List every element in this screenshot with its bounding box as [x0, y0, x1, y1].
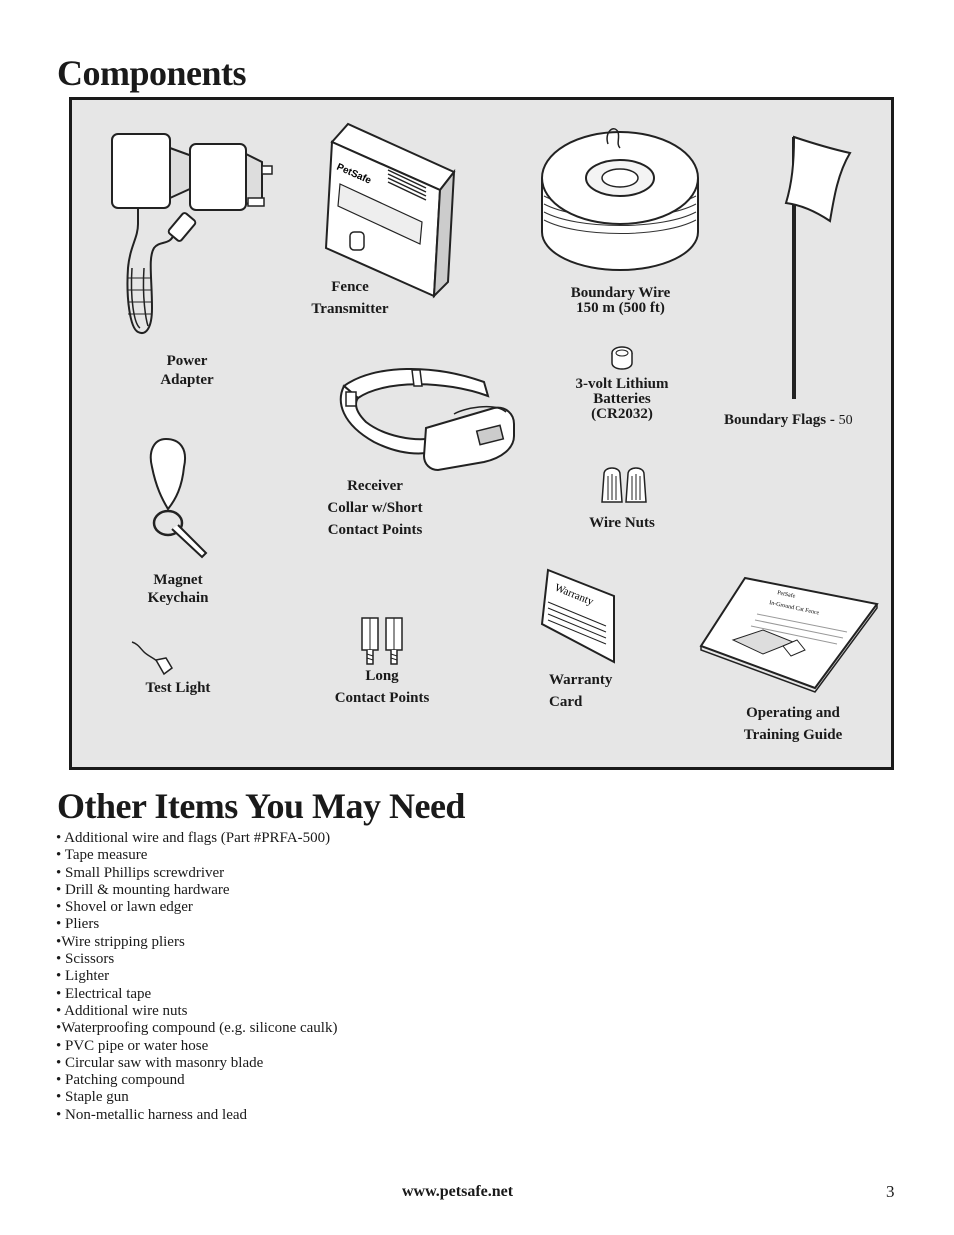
- power-adapter-illustration: [108, 128, 278, 338]
- operating-guide-label-line: Training Guide: [743, 727, 843, 743]
- long-contact-points-label-line: Long: [365, 668, 399, 684]
- list-item: • Shovel or lawn edger: [56, 899, 193, 916]
- warranty-card-label: Warranty Card: [549, 669, 639, 713]
- list-item: • PVC pipe or water hose: [56, 1037, 209, 1054]
- battery-illustration: [609, 345, 635, 373]
- magnet-keychain-illustration: [146, 437, 216, 567]
- guide-cover-brand-text: PetSafe: [777, 589, 797, 600]
- wire-nuts-illustration: [598, 466, 650, 506]
- other-items-list: • Additional wire and flags (Part #PRFA-…: [56, 830, 337, 1124]
- test-light-label-text: Test Light: [145, 680, 211, 696]
- list-item: • Additional wire and flags (Part #PRFA-…: [56, 830, 331, 846]
- long-contact-points-illustration: [358, 614, 410, 666]
- components-heading: Components: [57, 53, 247, 93]
- wire-nuts-label: Wire Nuts: [572, 512, 672, 534]
- list-item: •Wire stripping pliers: [56, 933, 185, 950]
- receiver-collar-label-line: Collar w/Short: [327, 500, 423, 516]
- footer-website-link[interactable]: www.petsafe.net: [402, 1183, 514, 1200]
- list-item: • Non-metallic harness and lead: [56, 1106, 248, 1123]
- fence-transmitter-label-line: Fence: [331, 279, 369, 295]
- operating-guide-illustration: PetSafe In-Ground Cat Fence: [697, 574, 882, 694]
- list-item: • Tape measure: [56, 847, 148, 864]
- list-item: • Pliers: [56, 916, 100, 933]
- wire-nuts-label-text: Wire Nuts: [589, 515, 655, 531]
- receiver-collar-label: Receiver Collar w/Short Contact Points: [305, 475, 445, 541]
- boundary-wire-label-line: Boundary Wire: [570, 285, 671, 301]
- power-adapter-label: Power Adapter: [142, 350, 232, 388]
- batteries-label-line: Batteries: [593, 391, 651, 407]
- list-item: • Electrical tape: [56, 985, 152, 1002]
- operating-guide-label: Operating and Training Guide: [723, 702, 863, 746]
- list-item: • Drill & mounting hardware: [56, 881, 230, 898]
- list-item: • Staple gun: [56, 1089, 129, 1106]
- list-item: • Patching compound: [56, 1072, 185, 1089]
- warranty-card-label-line: Warranty: [549, 672, 613, 688]
- magnet-keychain-label-line: Magnet: [153, 572, 203, 588]
- boundary-wire-label: Boundary Wire 150 m (500 ft): [558, 286, 683, 316]
- operating-guide-label-line: Operating and: [746, 705, 840, 721]
- boundary-flags-count: 50: [838, 413, 853, 428]
- other-items-heading: Other Items You May Need: [57, 786, 465, 826]
- boundary-flags-label: Boundary Flags - 50: [724, 409, 894, 432]
- boundary-flag-illustration: [782, 133, 857, 403]
- power-adapter-label-line: Power: [166, 353, 208, 369]
- power-adapter-label-line: Adapter: [160, 372, 214, 388]
- warranty-card-label-line: Card: [549, 694, 583, 710]
- list-item: • Small Phillips screwdriver: [56, 864, 225, 881]
- fence-transmitter-label-line: Transmitter: [311, 301, 389, 317]
- long-contact-points-label-line: Contact Points: [334, 690, 430, 706]
- magnet-keychain-label: Magnet Keychain: [128, 571, 228, 607]
- warranty-card-illustration: Warranty: [538, 566, 622, 666]
- fence-transmitter-illustration: PetSafe: [322, 114, 462, 299]
- list-item: • Additional wire nuts: [56, 1002, 188, 1019]
- test-light-illustration: [128, 638, 178, 678]
- batteries-label-line: 3-volt Lithium: [575, 376, 669, 392]
- fence-transmitter-label: Fence Transmitter: [290, 276, 410, 320]
- list-item: • Lighter: [56, 968, 110, 985]
- receiver-collar-illustration: [334, 362, 524, 477]
- receiver-collar-label-line: Contact Points: [327, 522, 423, 538]
- list-item: • Circular saw with masonry blade: [56, 1054, 264, 1071]
- boundary-wire-label-line: 150 m (500 ft): [576, 300, 665, 316]
- receiver-collar-label-line: Receiver: [347, 478, 403, 494]
- batteries-label-line: (CR2032): [591, 406, 653, 422]
- boundary-flags-label-text: Boundary Flags -: [724, 412, 839, 428]
- boundary-wire-spool-illustration: [538, 122, 703, 282]
- magnet-keychain-label-line: Keychain: [147, 590, 209, 606]
- batteries-label: 3-volt Lithium Batteries (CR2032): [552, 377, 692, 422]
- list-item: •Waterproofing compound (e.g. silicone c…: [56, 1020, 338, 1037]
- test-light-label: Test Light: [128, 677, 228, 699]
- page-number: 3: [886, 1182, 895, 1201]
- components-panel: Power Adapter PetSafe Fence Transmitter: [69, 97, 894, 770]
- list-item: • Scissors: [56, 951, 115, 968]
- long-contact-points-label: Long Contact Points: [317, 665, 447, 709]
